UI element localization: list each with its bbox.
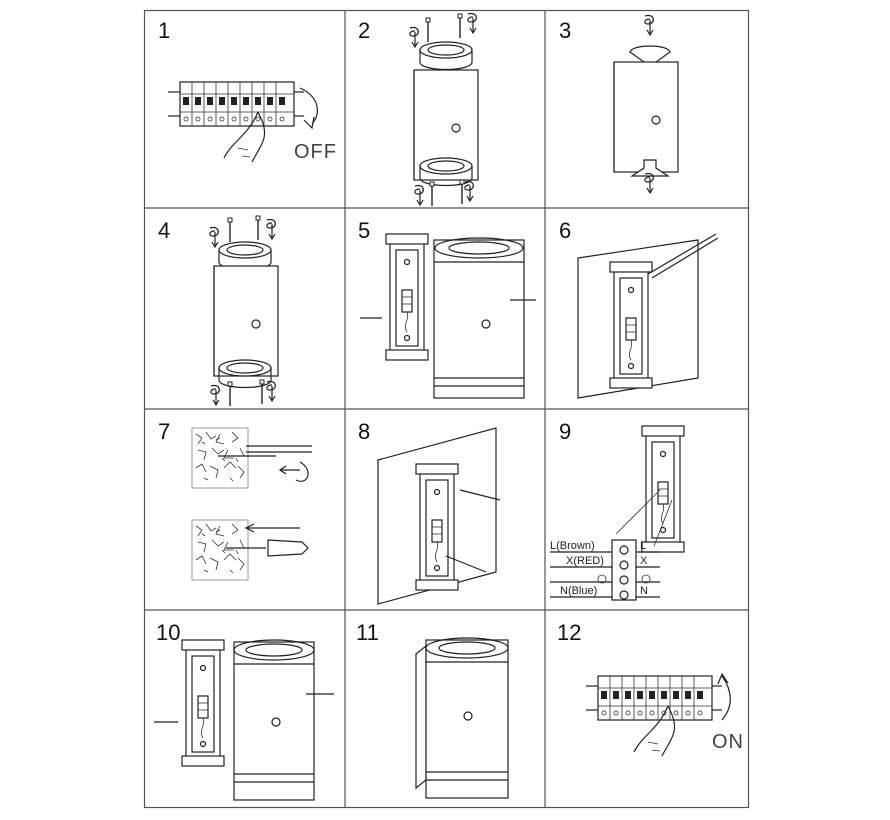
mounting-bracket-icon (181, 639, 225, 767)
step-7-illustration (191, 427, 312, 581)
step-1-illustration: OFF (167, 81, 337, 163)
step-number-5: 5 (358, 218, 370, 243)
rotate-arrow-icon (266, 380, 276, 402)
step-3-illustration (613, 14, 679, 194)
mounting-bracket-icon (415, 463, 459, 591)
step-number-10: 10 (156, 620, 180, 645)
screw-icon (459, 179, 465, 205)
step-number-2: 2 (358, 18, 370, 43)
mounting-bracket-icon (609, 261, 653, 389)
step-number-8: 8 (358, 419, 370, 444)
step-number-1: 1 (158, 18, 170, 43)
step-2-illustration (409, 12, 479, 207)
wire-label-red: X(RED) (566, 555, 604, 567)
lamp-cylinder-icon (433, 239, 525, 399)
screw-icon (459, 489, 501, 501)
step-10-illustration (154, 639, 334, 801)
breaker-panel-icon (167, 81, 305, 127)
pencil-icon (647, 233, 717, 275)
screw-icon (425, 17, 431, 43)
screw-icon (227, 217, 233, 243)
breaker-panel-icon (585, 675, 723, 721)
brick-wall-icon (191, 427, 249, 489)
wall-bracket-edge (415, 644, 427, 790)
step-4-illustration (209, 215, 279, 407)
step-number-3: 3 (559, 18, 571, 43)
rotate-arrow-icon (210, 384, 220, 406)
rotate-arrow-icon (644, 14, 654, 36)
screw-icon (259, 379, 265, 405)
wire-label-brown: L(Brown) (550, 540, 595, 552)
curved-arrow-icon (299, 87, 318, 125)
ground-symbol-icon (597, 574, 651, 584)
bulb-icon (630, 159, 670, 177)
rotate-arrow-icon (409, 26, 419, 48)
brick-wall-icon (191, 519, 249, 581)
rotate-arrow-icon (209, 226, 219, 248)
wire-label-blue: N(Blue) (560, 585, 597, 597)
step-9-illustration: L(Brown) X(RED) N(Blue) L X N (550, 425, 685, 601)
screw-icon (227, 381, 233, 407)
screw-icon (457, 13, 463, 39)
step-8-illustration (377, 427, 501, 605)
screw-icon (255, 215, 261, 241)
rotate-arrow-icon (467, 12, 477, 34)
ring-icon (419, 41, 473, 71)
step-12-on-label: ON (712, 731, 744, 753)
screw-icon (445, 555, 487, 573)
terminal-mark-x: X (640, 555, 648, 567)
mounting-bracket-icon (641, 425, 685, 553)
rotate-arrow-icon (414, 184, 424, 206)
wall-plug-icon (267, 539, 309, 557)
step-5-illustration (360, 233, 536, 399)
rotate-arrow-icon (266, 218, 276, 240)
step-number-7: 7 (158, 419, 170, 444)
terminal-block-icon (611, 539, 637, 601)
step-number-11: 11 (356, 620, 379, 645)
terminal-mark-n: N (640, 585, 648, 597)
step-11-illustration (415, 637, 509, 799)
step-grid (143, 9, 750, 809)
lamp-cylinder-icon (613, 61, 679, 173)
step-number-4: 4 (158, 218, 170, 243)
step-6-illustration (577, 233, 719, 399)
terminal-mark-l: L (640, 540, 646, 552)
curved-arrow-icon (721, 675, 731, 721)
curved-arrow-icon (295, 461, 309, 482)
rotate-arrow-icon (464, 180, 474, 202)
step-12-illustration: ON (585, 672, 744, 757)
step-1-off-label: OFF (294, 141, 337, 163)
step-number-6: 6 (559, 218, 571, 243)
step-number-9: 9 (559, 419, 571, 444)
screw-icon (429, 181, 435, 207)
ring-icon (218, 241, 272, 271)
mounting-bracket-icon (385, 233, 429, 361)
step-number-12: 12 (557, 620, 581, 645)
